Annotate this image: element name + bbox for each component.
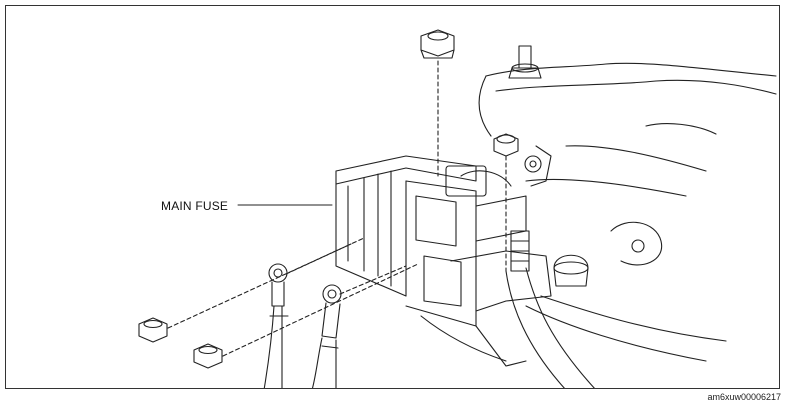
nut-left-1 <box>138 317 168 343</box>
battery-cable <box>505 230 727 388</box>
stud-bolt-bracket <box>493 133 542 173</box>
nut-left-2 <box>193 343 223 369</box>
diagram-frame: MAIN FUSE <box>5 5 780 389</box>
ring-terminal-1 <box>263 263 289 388</box>
nut-top <box>420 29 455 59</box>
clip-right <box>610 221 663 266</box>
figure-id-label: am6xuw00006217 <box>707 392 781 402</box>
ring-terminal-2 <box>311 284 342 388</box>
body-panel <box>478 62 777 197</box>
main-fuse-illustration <box>138 29 777 388</box>
relay-cap <box>553 254 589 287</box>
fuse-block <box>335 145 552 367</box>
stud-bolt-top <box>508 45 542 79</box>
assembly-lines-left <box>167 237 419 357</box>
main-fuse-label: MAIN FUSE <box>161 199 229 213</box>
